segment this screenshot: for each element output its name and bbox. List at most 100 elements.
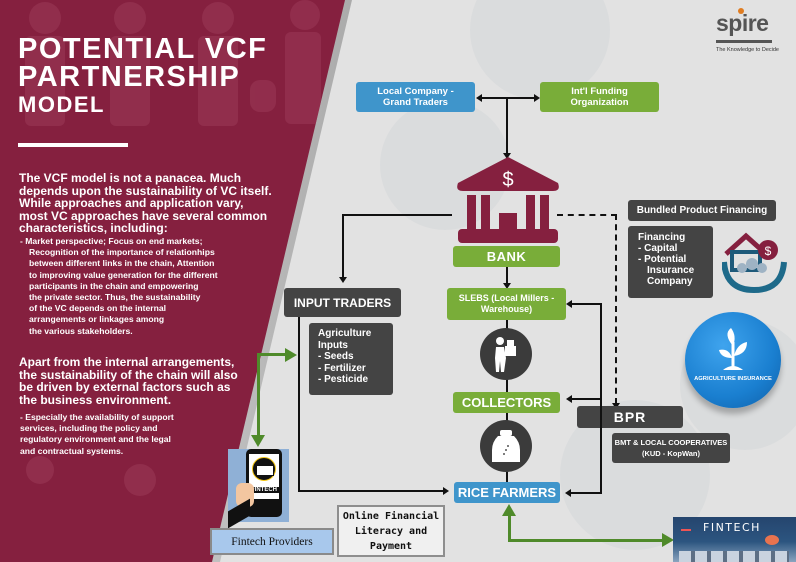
- fintech-phone-image: FINTECH: [228, 449, 289, 529]
- collectors-box: COLLECTORS: [453, 392, 560, 413]
- market-perspective-bullet: - Market perspective; Focus on end marke…: [20, 236, 285, 337]
- fintech-banner-image: FINTECH: [673, 517, 796, 562]
- intro-paragraph: The VCF model is not a panacea. Much dep…: [19, 172, 289, 235]
- bmt-line1: BMT & LOCAL COOPERATIVES: [614, 438, 728, 447]
- arrow-down-icon: [503, 153, 511, 159]
- local-company-line1: Local Company -: [377, 86, 454, 97]
- pie-icon: [765, 535, 779, 545]
- bpr-box: BPR: [577, 406, 683, 428]
- financing-line: Financing: [638, 232, 686, 243]
- rice-sack-icon: [480, 420, 532, 472]
- green-arrow-right-icon: [662, 533, 674, 547]
- intro-line: depends upon the sustainability of VC it…: [19, 183, 272, 198]
- intl-funding-line2: Organization: [570, 97, 629, 108]
- online-financial-literacy-box: Online Financial Literacy and Payment: [337, 505, 445, 557]
- slebs-box: SLEBS (Local Millers - Warehouse): [447, 288, 566, 320]
- arrow-down-icon: [339, 277, 347, 283]
- bmt-line2: (KUD - KopWan): [641, 449, 701, 458]
- bullet-line: the private sector. Thus, the sustainabi…: [29, 292, 201, 303]
- family-insurance-icon: $: [722, 232, 787, 294]
- bmt-cooperatives-box: BMT & LOCAL COOPERATIVES (KUD - KopWan): [612, 433, 730, 463]
- connector-line: [506, 98, 508, 154]
- bullet-line: services, including the policy and: [20, 423, 158, 434]
- logo-wordmark: spire: [716, 10, 769, 36]
- agri-inputs-line: - Pesticide: [318, 374, 369, 385]
- connector-line: [572, 398, 602, 400]
- financing-box: Financing - Capital - Potential Insuranc…: [628, 226, 713, 298]
- arrow-left-icon: [476, 94, 482, 102]
- fintech-connector: [257, 353, 287, 356]
- support-services-bullet: - Especially the availability of support…: [20, 412, 285, 457]
- connector-line: [298, 490, 443, 492]
- bank-dollar-symbol: $: [502, 169, 513, 191]
- bullet-line: Recognition of the importance of relatio…: [29, 247, 215, 258]
- title-underline: [18, 143, 128, 147]
- external-factors-paragraph: Apart from the internal arrangements, th…: [19, 356, 289, 406]
- fintech-banner-text: FINTECH: [703, 521, 761, 534]
- svg-text:$: $: [765, 244, 772, 258]
- financing-line: - Potential: [638, 254, 687, 265]
- phone-icon: FINTECH: [246, 449, 282, 517]
- external-line: the sustainability of the chain will als…: [19, 367, 238, 382]
- financing-line: Company: [647, 276, 693, 287]
- slebs-line2: Warehouse): [480, 304, 533, 314]
- farmers-silhouette-background: [25, 0, 321, 496]
- green-arrow-down-icon: [251, 435, 265, 447]
- intl-funding-line1: Int'l Funding: [571, 86, 628, 97]
- collector-icon: [480, 328, 532, 380]
- bullet-line: - Especially the availability of support: [20, 412, 174, 422]
- green-arrow-up-icon: [502, 504, 516, 516]
- bullet-line: participants in the chain and empowering: [29, 280, 199, 291]
- audience-silhouettes: [679, 551, 789, 562]
- plant-icon: [719, 328, 747, 370]
- agriculture-insurance-label: AGRICULTURE INSURANCE: [694, 376, 772, 382]
- arrow-down-icon: [503, 283, 511, 289]
- title-line-2: PARTNERSHIP: [18, 61, 241, 93]
- intro-line: most VC approaches have several common: [19, 208, 268, 223]
- bullet-line: arrangements or linkages among: [29, 314, 165, 325]
- intl-funding-box: Int'l Funding Organization: [540, 82, 659, 112]
- local-company-line2: Grand Traders: [383, 97, 448, 108]
- intro-line: While approaches and application vary,: [19, 196, 244, 210]
- agri-inputs-line: - Fertilizer: [318, 362, 366, 374]
- arrow-right-icon: [443, 487, 449, 495]
- fintech-providers-label: Fintech Providers: [210, 528, 334, 555]
- fintech-connector: [508, 539, 664, 542]
- connector-line: [342, 214, 344, 278]
- financing-line: Insurance: [647, 265, 695, 276]
- intro-line: The VCF model is not a panacea. Much: [19, 171, 242, 185]
- rice-farmers-box: RICE FARMERS: [454, 482, 560, 503]
- logo-tagline: The Knowledge to Decide: [716, 47, 779, 53]
- chart-icon: [681, 521, 691, 531]
- arrow-left-icon: [566, 300, 572, 308]
- fintech-connector: [257, 353, 260, 436]
- bullet-line: to improving value generation for the di…: [29, 269, 218, 280]
- connector-line: [506, 267, 508, 285]
- arrow-right-icon: [534, 94, 540, 102]
- bullet-line: and contractual systems.: [20, 445, 124, 456]
- page-title: POTENTIAL VCF PARTNERSHIP MODEL: [18, 35, 267, 119]
- agri-inputs-line: - Seeds: [318, 351, 354, 362]
- local-company-box: Local Company - Grand Traders: [356, 82, 475, 112]
- online-literacy-line: Literacy and: [354, 525, 428, 537]
- green-arrow-right-icon: [285, 348, 297, 362]
- slebs-line1: SLEBS (Local Millers -: [458, 293, 555, 303]
- title-line-3: MODEL: [18, 92, 105, 117]
- bullet-line: - Market perspective; Focus on end marke…: [20, 236, 203, 246]
- online-literacy-line: Payment: [369, 540, 413, 552]
- arrow-left-icon: [566, 395, 572, 403]
- bank-icon: $: [457, 157, 559, 243]
- connector-line: [572, 303, 602, 305]
- arrow-left-icon: [565, 489, 571, 497]
- bullet-line: the various stakeholders.: [29, 325, 133, 336]
- external-line: Apart from the internal arrangements,: [19, 355, 235, 369]
- fintech-phone-label: FINTECH: [249, 487, 279, 493]
- logo-bar: [716, 40, 772, 43]
- agri-inputs-line: Inputs: [318, 339, 348, 351]
- agriculture-inputs-box: Agriculture Inputs - Seeds - Fertilizer …: [309, 323, 393, 395]
- bullet-line: of the VC depends on the internal: [29, 303, 167, 314]
- financing-line: - Capital: [638, 243, 678, 254]
- fintech-connector: [508, 514, 511, 542]
- dashed-connector: [615, 214, 617, 404]
- logo-dot-icon: [738, 8, 744, 14]
